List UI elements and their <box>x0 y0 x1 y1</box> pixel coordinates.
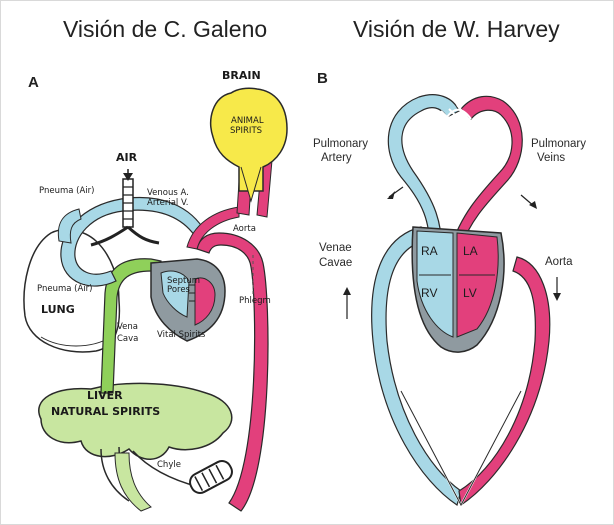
panel-b-letter: B <box>317 70 328 87</box>
label-pulmonary-veins-1: Pulmonary <box>531 138 586 150</box>
label-brain: BRAIN <box>222 69 261 82</box>
label-pulmonary-veins-2: Veins <box>537 152 565 164</box>
label-vena-2: Cava <box>117 334 138 344</box>
label-aorta-b: Aorta <box>545 256 573 268</box>
panel-a-letter: A <box>28 74 39 91</box>
label-venae-cavae-2: Cavae <box>319 257 352 269</box>
label-pulmonary-artery-1: Pulmonary <box>313 138 368 150</box>
label-natural-spirits: NATURAL SPIRITS <box>51 405 160 418</box>
label-pneuma-air: Pneuma (Air) <box>39 186 94 196</box>
label-vena-1: Vena <box>117 322 138 332</box>
label-liver: LIVER <box>87 389 123 402</box>
label-chyle: Chyle <box>157 460 181 470</box>
label-septum-2: Pores <box>167 285 191 295</box>
label-la: LA <box>463 244 478 258</box>
label-pneuma-air-lung: Pneuma (Air) <box>37 284 92 294</box>
label-animal-spirits-2: SPIRITS <box>230 126 262 136</box>
label-arterial-v: Arterial V. <box>147 198 188 208</box>
label-venae-cavae-1: Venae <box>319 242 352 254</box>
panel-b: B Pulmonary Artery Pulmonary Veins Venae <box>313 70 586 505</box>
label-rv: RV <box>421 286 437 300</box>
heading-galen: Visión de C. Galeno <box>63 16 267 42</box>
label-lung: LUNG <box>41 303 75 316</box>
arrowhead-venae-cavae <box>343 287 351 295</box>
bronchi-shape <box>91 227 159 245</box>
panel-a: A <box>24 69 287 511</box>
liver-shape <box>39 383 232 459</box>
arrowhead-aorta <box>553 293 561 301</box>
label-lv: LV <box>463 286 477 300</box>
intestine-shape <box>187 458 235 496</box>
label-aorta-a: Aorta <box>233 224 256 234</box>
label-pulmonary-artery-2: Artery <box>321 152 352 164</box>
heading-harvey: Visión de W. Harvey <box>353 16 560 42</box>
label-vital-spirits: Vital Spirits <box>157 330 206 340</box>
pulmonary-vein-loop <box>451 96 522 247</box>
label-animal-spirits-1: ANIMAL <box>231 116 264 126</box>
label-air: AIR <box>116 151 138 164</box>
arrowhead-pulmonary-artery <box>387 191 395 199</box>
label-phlegm: Phlegm <box>239 296 271 306</box>
label-ra: RA <box>421 244 438 258</box>
label-venous-a: Venous A. <box>147 188 189 198</box>
